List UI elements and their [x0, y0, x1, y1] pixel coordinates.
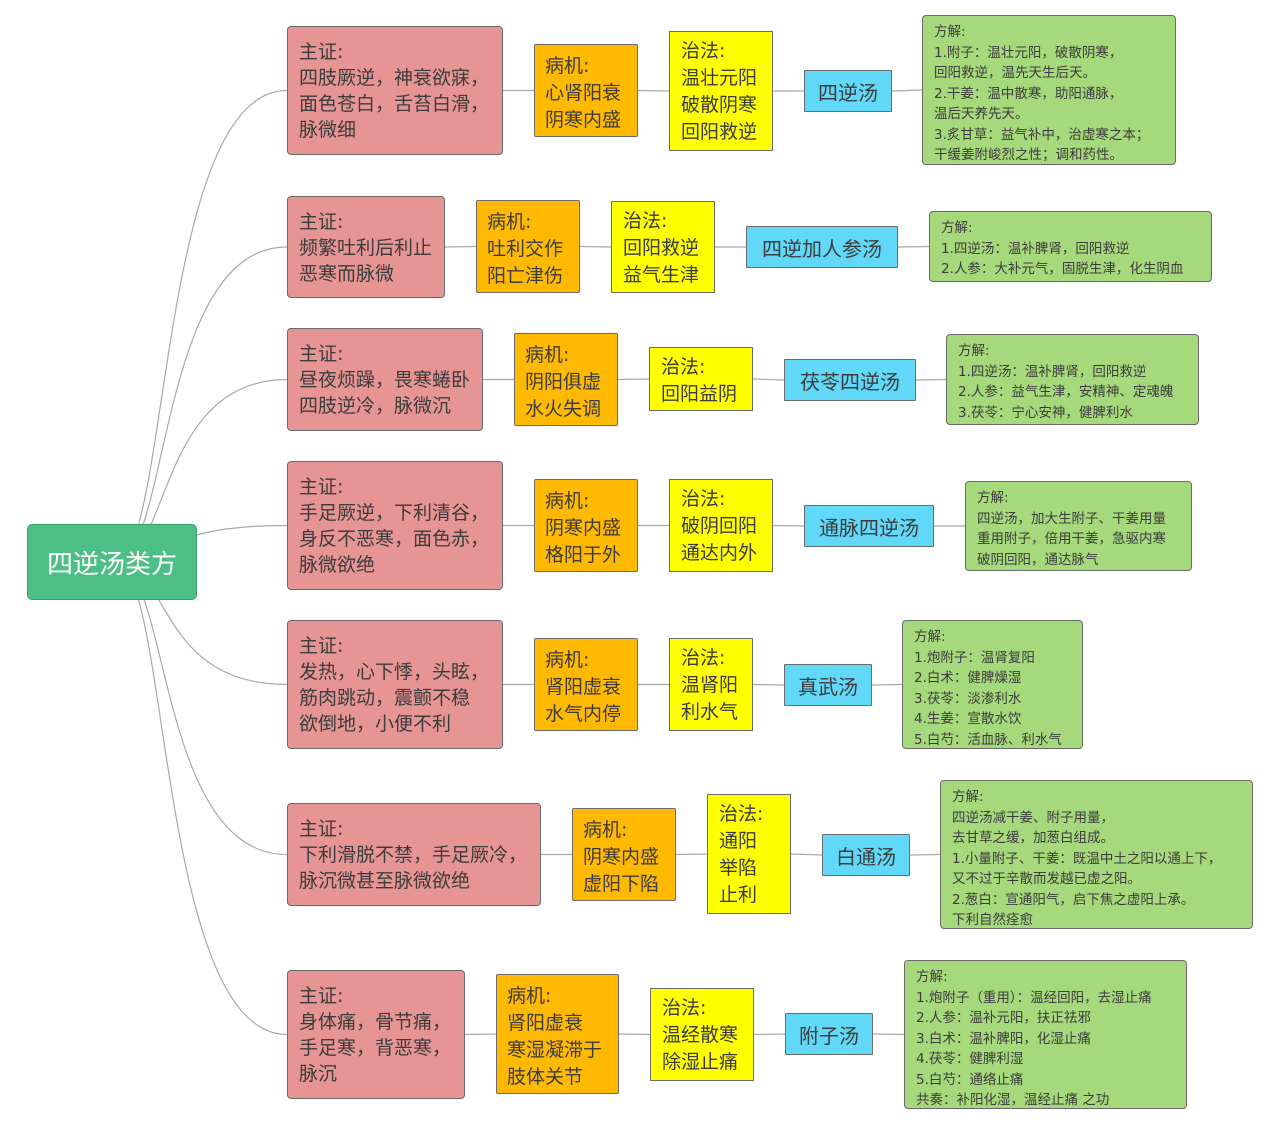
explanation-node[interactable]: 方解: 1.四逆汤：温补脾肾，回阳救逆 2.人参：益气生津，安精神、定魂魄 3.…: [946, 334, 1199, 425]
link-line: [579, 245, 612, 248]
treatment-node[interactable]: 治法: 通阳 举陷 止利: [707, 794, 791, 914]
explanation-node[interactable]: 方解: 四逆汤减干姜、附子用量， 去甘草之缓，加葱白组成。 1.小量附子、干姜：…: [940, 780, 1253, 929]
explanation-node[interactable]: 方解: 1.四逆汤：温补脾肾，回阳救逆 2.人参：大补元气，固脱生津，化生阴血: [929, 211, 1212, 282]
link-line: [772, 524, 805, 527]
pathogenesis-node[interactable]: 病机: 阴阳俱虚 水火失调: [514, 333, 618, 426]
formula-name-node[interactable]: 四逆汤: [804, 70, 892, 112]
link-line: [617, 378, 650, 381]
treatment-node[interactable]: 治法: 回阳救逆 益气生津: [611, 201, 715, 293]
link-line: [752, 683, 785, 686]
treatment-node[interactable]: 治法: 回阳益阴: [649, 347, 753, 411]
formula-name-node[interactable]: 四逆加人参汤: [746, 226, 898, 268]
link-line: [637, 89, 670, 92]
formula-name-node[interactable]: 通脉四逆汤: [804, 505, 934, 547]
link-line: [618, 1033, 651, 1036]
symptoms-node[interactable]: 主证: 频繁吐利后利止 恶寒而脉微: [287, 196, 445, 298]
pathogenesis-node[interactable]: 病机: 阴寒内盛 虚阳下陷: [572, 808, 676, 901]
formula-name-node[interactable]: 茯苓四逆汤: [784, 359, 916, 401]
link-line: [444, 245, 477, 248]
link-line: [872, 1033, 905, 1036]
link-line: [871, 683, 903, 686]
link-line: [891, 89, 923, 92]
explanation-node[interactable]: 方解: 四逆汤，加大生附子、干姜用量 重用附子，倍用干姜，急驱内寒 破阴回阳，通…: [965, 481, 1192, 571]
explanation-node[interactable]: 方解: 1.炮附子（重用）：温经回阳，去湿止痛 2.人参：温补元阳，扶正祛邪 3…: [904, 960, 1187, 1109]
link-line: [915, 378, 947, 381]
link-line: [790, 853, 823, 856]
symptoms-node[interactable]: 主证: 手足厥逆，下利清谷， 身反不恶寒，面色赤， 脉微欲绝: [287, 461, 503, 590]
explanation-node[interactable]: 方解: 1.附子：温壮元阳，破散阴寒， 回阳救逆，温先天生后天。 2.干姜：温中…: [922, 15, 1176, 165]
pathogenesis-node[interactable]: 病机: 心肾阳衰 阴寒内盛: [534, 44, 638, 137]
symptoms-node[interactable]: 主证: 四肢厥逆，神衰欲寐， 面色苍白，舌苔白滑， 脉微细: [287, 26, 503, 155]
symptoms-node[interactable]: 主证: 昼夜烦躁，畏寒蜷卧 四肢逆冷，脉微沉: [287, 328, 483, 431]
treatment-node[interactable]: 治法: 破阴回阳 通达内外: [669, 479, 773, 572]
treatment-node[interactable]: 治法: 温肾阳 利水气: [669, 638, 753, 731]
link-line: [752, 378, 785, 381]
link-line: [909, 853, 941, 856]
treatment-node[interactable]: 治法: 温经散寒 除湿止痛: [650, 988, 754, 1081]
symptoms-node[interactable]: 主证: 发热，心下悸，头眩， 筋肉跳动，震颤不稳 欲倒地，小便不利: [287, 620, 503, 749]
pathogenesis-node[interactable]: 病机: 吐利交作 阳亡津伤: [476, 200, 580, 293]
formula-name-node[interactable]: 附子汤: [785, 1013, 873, 1055]
pathogenesis-node[interactable]: 病机: 肾阳虚衰 寒湿凝滞于 肢体关节: [496, 974, 619, 1094]
link-line: [897, 245, 930, 248]
branch-line: [114, 561, 288, 1036]
formula-name-node[interactable]: 白通汤: [822, 834, 910, 876]
pathogenesis-node[interactable]: 病机: 阴寒内盛 格阳于外: [534, 479, 638, 572]
symptoms-node[interactable]: 主证: 身体痛，骨节痛， 手足寒，背恶寒， 脉沉: [287, 970, 465, 1099]
symptoms-node[interactable]: 主证: 下利滑脱不禁，手足厥冷， 脉沉微甚至脉微欲绝: [287, 803, 541, 906]
link-line: [464, 1033, 497, 1036]
explanation-node[interactable]: 方解: 1.炮附子：温肾复阳 2.白术：健脾燥湿 3.茯苓：淡渗利水 4.生姜：…: [902, 620, 1083, 749]
formula-name-node[interactable]: 真武汤: [784, 664, 872, 706]
pathogenesis-node[interactable]: 病机: 肾阳虚衰 水气内停: [534, 638, 638, 731]
branch-line: [114, 89, 288, 563]
root-topic[interactable]: 四逆汤类方: [27, 524, 197, 600]
link-line: [753, 1033, 786, 1036]
link-line: [675, 853, 708, 856]
treatment-node[interactable]: 治法: 温壮元阳 破散阴寒 回阳救逆: [669, 31, 773, 151]
